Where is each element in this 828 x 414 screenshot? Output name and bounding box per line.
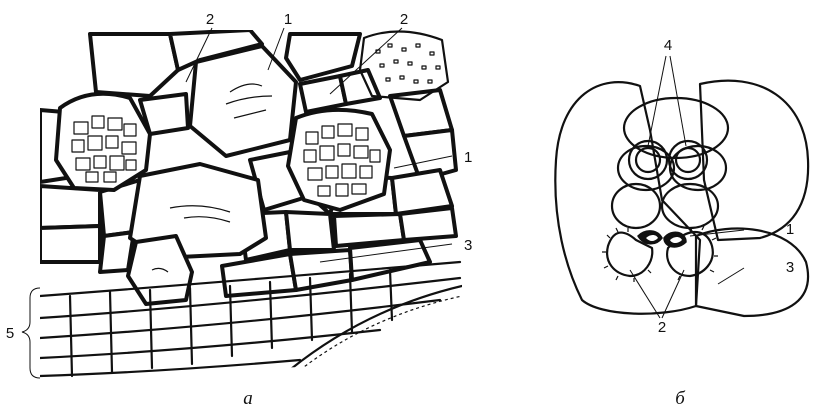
stomata-inner-left: [636, 148, 660, 172]
a-label-1-right: 1: [464, 149, 472, 166]
b-label-1: 1: [786, 221, 794, 238]
b-label-4: 4: [664, 37, 672, 54]
b-label-3: 3: [786, 259, 794, 276]
a-label-2-right: 2: [400, 11, 408, 28]
panel-a-tissue-section: [40, 30, 462, 378]
a-label-2-left: 2: [206, 11, 214, 28]
panel-b-diagram: [555, 81, 808, 316]
panel-a-caption: а: [243, 388, 253, 409]
a-label-1-top: 1: [284, 11, 292, 28]
panel-b-caption: б: [675, 388, 686, 409]
b-label-2: 2: [658, 319, 666, 336]
a-label-5: 5: [6, 325, 14, 342]
a-label-3: 3: [464, 237, 472, 254]
stratified-cells: [40, 262, 462, 378]
panel-a-brace-5: [22, 288, 40, 378]
stomata-inner-right: [676, 148, 700, 172]
small-cell-low-left: [612, 184, 660, 228]
